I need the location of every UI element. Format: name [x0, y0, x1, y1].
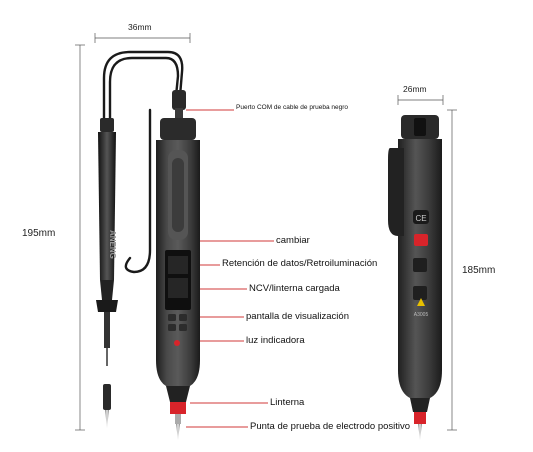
- multimeter-front: [156, 118, 200, 440]
- side-red-button: [414, 234, 428, 246]
- indicator-light: [174, 340, 180, 346]
- callout-hold-backlight: Retención de datos/Retroiluminación: [222, 258, 378, 269]
- front-buttons: [168, 314, 187, 331]
- callout-positive-probe: Punta de prueba de electrodo positivo: [250, 421, 411, 432]
- callout-lines: [186, 109, 274, 428]
- multimeter-side: CE A3005: [388, 115, 442, 440]
- dimension-lines: [75, 33, 457, 431]
- side-model-text: A3005: [414, 312, 429, 318]
- callout-indicator-light: luz indicadora: [246, 335, 305, 346]
- test-lead-cable: [102, 50, 184, 274]
- com-plug: [172, 90, 186, 122]
- callout-switch: cambiar: [276, 235, 310, 246]
- side-button-ncv: [413, 286, 427, 300]
- height-right-label: 185mm: [462, 265, 496, 276]
- height-left-label: 195mm: [22, 228, 56, 239]
- side-button-hold: [413, 258, 427, 272]
- black-test-probe: ANENG: [96, 118, 118, 428]
- width-side-label: 26mm: [403, 84, 427, 94]
- callout-com-port: Puerto COM de cable de prueba negro: [236, 104, 349, 111]
- callout-flashlight: Linterna: [270, 397, 305, 408]
- probe-brand-text: ANENG: [108, 230, 117, 259]
- callout-ncv-flashlight: NCV/linterna cargada: [249, 283, 340, 294]
- callout-display: pantalla de visualización: [246, 311, 349, 322]
- width-top-label: 36mm: [128, 22, 152, 32]
- svg-text:CE: CE: [415, 214, 426, 223]
